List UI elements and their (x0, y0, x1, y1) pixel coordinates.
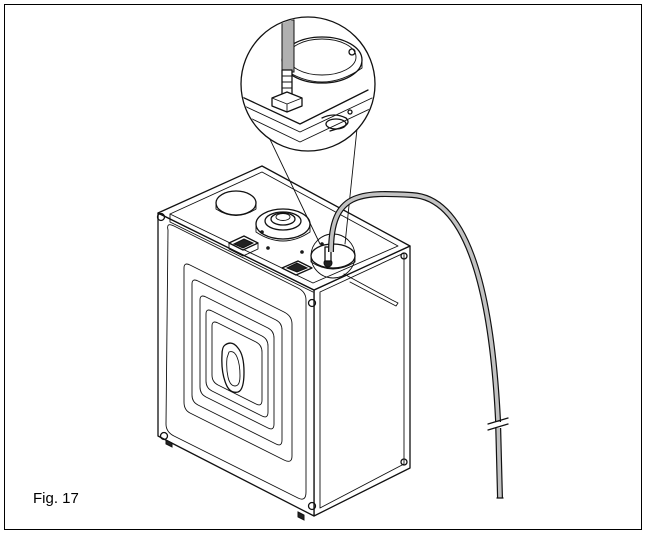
boiler-unit (156, 165, 411, 521)
magnified-detail (240, 16, 376, 279)
top-round-plug (215, 190, 257, 216)
figure-frame (4, 4, 642, 530)
front-panel-recess-outer (183, 263, 293, 462)
front-panel-frame (165, 224, 307, 500)
boiler-side-face (313, 245, 411, 517)
hose-break-mark (487, 417, 509, 425)
figure-label: Fig. 17 (33, 490, 79, 507)
condensate-drain-hose (328, 191, 509, 499)
front-panel-center-slot (221, 342, 245, 393)
